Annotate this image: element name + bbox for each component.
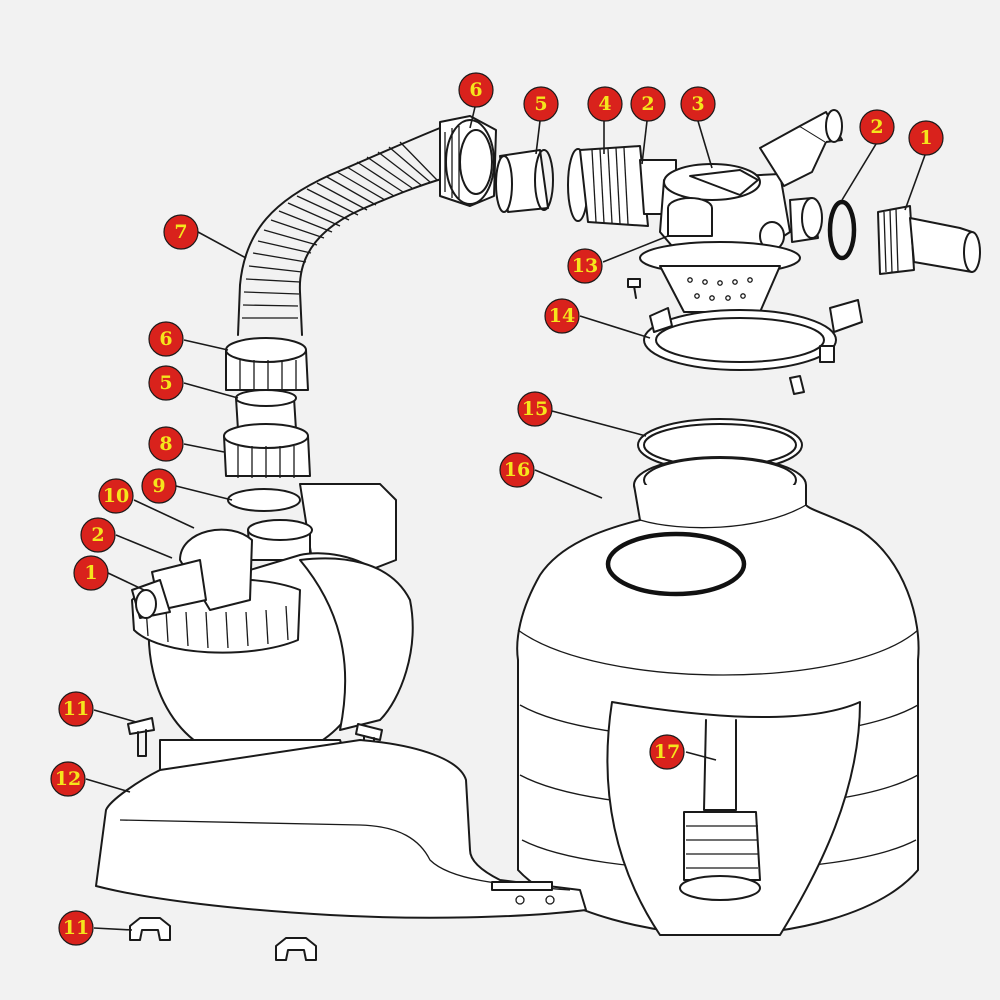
svg-text:11: 11 [63, 698, 89, 720]
callout-6-mid: 6 [148, 321, 184, 357]
callout-10: 10 [98, 478, 134, 514]
hose-adapter-top [495, 149, 554, 213]
svg-text:13: 13 [572, 255, 598, 277]
svg-text:11: 11 [63, 917, 89, 939]
svg-text:2: 2 [870, 116, 883, 138]
union-nut-top [439, 115, 497, 207]
pump-assembly [131, 483, 414, 791]
svg-text:15: 15 [522, 398, 548, 420]
svg-text:5: 5 [159, 372, 172, 394]
multiport-valve [627, 109, 843, 313]
callout-11-bottom: 11 [58, 910, 94, 946]
union-nut-mid [225, 337, 309, 392]
svg-text:1: 1 [919, 127, 932, 149]
callout-5-top: 5 [523, 86, 559, 122]
svg-text:8: 8 [159, 433, 172, 455]
callout-8: 8 [148, 426, 184, 462]
callout-7: 7 [163, 214, 199, 250]
svg-text:5: 5 [534, 93, 547, 115]
callout-11-top: 11 [58, 691, 94, 727]
callout-16: 16 [499, 452, 535, 488]
hose-adapter-mid [235, 389, 297, 431]
svg-text:16: 16 [504, 459, 530, 481]
callout-2-right: 2 [859, 109, 895, 145]
callout-1-pump: 1 [73, 555, 109, 591]
filter-tank [516, 456, 920, 936]
valve-clamp [643, 299, 863, 395]
callout-5-mid: 5 [148, 365, 184, 401]
svg-text:7: 7 [174, 221, 187, 243]
svg-text:2: 2 [91, 524, 104, 546]
svg-text:4: 4 [598, 93, 611, 115]
callout-2-pump: 2 [80, 517, 116, 553]
callout-12: 12 [50, 761, 86, 797]
callout-1-right: 1 [908, 120, 944, 156]
svg-text:12: 12 [55, 768, 81, 790]
callout-6-top: 6 [458, 72, 494, 108]
threaded-fitting-top [567, 145, 677, 227]
svg-text:9: 9 [152, 475, 165, 497]
callout-13: 13 [567, 248, 603, 284]
leader-lines [85, 106, 926, 931]
svg-text:17: 17 [654, 741, 680, 763]
o-ring-right [827, 199, 857, 261]
callout-9: 9 [141, 468, 177, 504]
svg-text:14: 14 [549, 305, 575, 327]
pump-washer [227, 488, 301, 512]
callout-15: 15 [517, 391, 553, 427]
callout-14: 14 [544, 298, 580, 334]
callout-4: 4 [587, 86, 623, 122]
svg-text:6: 6 [469, 79, 482, 101]
pump-union-nut [223, 423, 311, 478]
tank-o-ring [637, 418, 803, 472]
callout-2-top: 2 [630, 86, 666, 122]
corrugated-hose [237, 127, 446, 336]
base-clips [129, 917, 317, 961]
svg-text:6: 6 [159, 328, 172, 350]
svg-text:10: 10 [103, 485, 129, 507]
svg-text:3: 3 [691, 93, 704, 115]
pump-base [95, 739, 587, 919]
tail-fitting-right [877, 205, 981, 275]
svg-text:1: 1 [84, 562, 97, 584]
callout-3: 3 [680, 86, 716, 122]
svg-text:2: 2 [641, 93, 654, 115]
callout-17: 17 [649, 734, 685, 770]
